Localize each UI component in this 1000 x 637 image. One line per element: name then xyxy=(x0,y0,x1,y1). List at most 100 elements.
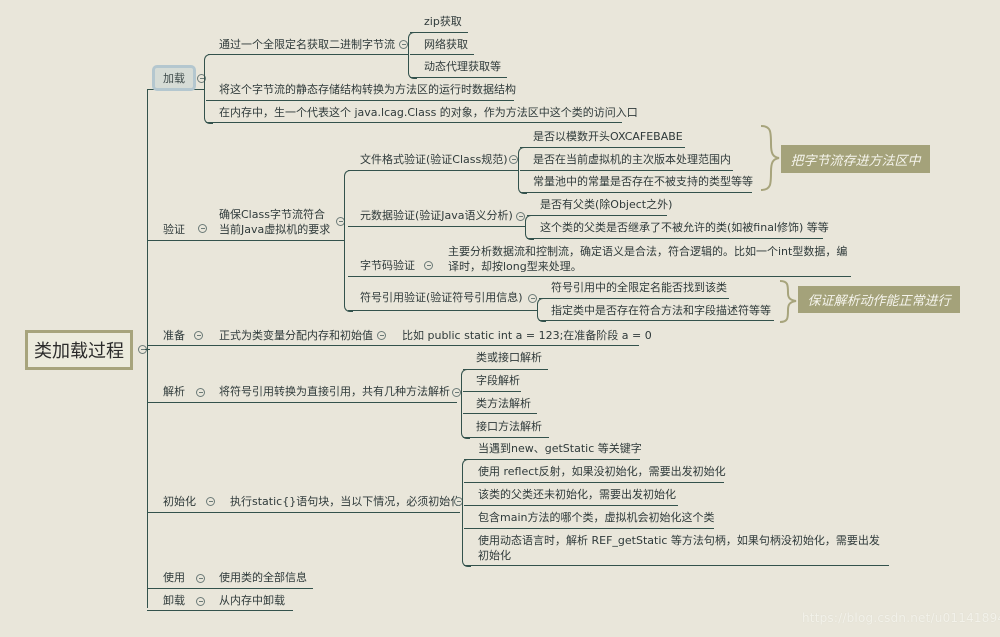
resolve-field[interactable]: 字段解析 xyxy=(476,374,520,387)
init-case-2[interactable]: 使用 reflect反射，如果没初始化，需要出发初始化 xyxy=(478,465,726,478)
stage-underline xyxy=(147,610,293,611)
resolve-desc[interactable]: 将符号引用转换为直接引用，共有几种方法解析 xyxy=(219,385,450,398)
root-node[interactable]: 类加载过程 xyxy=(25,330,133,370)
verify-file-format[interactable]: 文件格式验证(验证Class规范) xyxy=(360,153,508,166)
node-underline xyxy=(206,100,514,101)
stage-use-label[interactable]: 使用 xyxy=(163,571,185,584)
prepare-example[interactable]: 比如 public static int a = 123;在准备阶段 a = 0 xyxy=(402,329,652,342)
collapse-toggle-icon[interactable] xyxy=(206,497,215,506)
collapse-toggle-icon[interactable] xyxy=(198,224,207,233)
node-underline xyxy=(410,54,474,55)
verify-bytecode[interactable]: 字节码验证 xyxy=(360,259,415,272)
callout-ensure-resolve[interactable]: 保证解析动作能正常进行 xyxy=(798,286,960,313)
node-underline xyxy=(539,298,729,299)
resolve-class-interface[interactable]: 类或接口解析 xyxy=(476,351,542,364)
trunk-line xyxy=(147,89,148,608)
use-desc[interactable]: 使用类的全部信息 xyxy=(219,571,307,584)
metadata-check-2[interactable]: 这个类的父类是否继承了不被允许的类(如被final修饰) 等等 xyxy=(540,221,829,234)
init-desc[interactable]: 执行static{}语句块，当以下情况，必须初始化 xyxy=(230,495,462,508)
stage-load-node[interactable]: 加载 xyxy=(152,65,196,91)
stage-underline xyxy=(147,345,639,346)
node-underline xyxy=(464,459,640,460)
branch-bracket xyxy=(537,298,546,322)
callout-text: 把字节流存进方法区中 xyxy=(790,153,921,169)
collapse-toggle-icon[interactable] xyxy=(194,331,203,340)
init-case-3[interactable]: 该类的父类还未初始化，需要出发初始化 xyxy=(478,488,676,501)
symbol-ref-check-1[interactable]: 符号引用中的全限定名能否找到该类 xyxy=(551,281,727,294)
metadata-check-1[interactable]: 是否有父类(除Object之外) xyxy=(540,198,673,211)
load-step-1[interactable]: 通过一个全限定名获取二进制字节流 xyxy=(219,38,395,51)
stage-init-label[interactable]: 初始化 xyxy=(163,495,196,508)
collapse-toggle-icon[interactable] xyxy=(196,388,205,397)
node-underline xyxy=(348,276,851,277)
branch-bracket xyxy=(344,170,353,312)
collapse-toggle-icon[interactable] xyxy=(509,155,518,164)
load-source-proxy[interactable]: 动态代理获取等 xyxy=(424,60,501,73)
collapse-toggle-icon[interactable] xyxy=(399,40,408,49)
stage-underline xyxy=(147,240,345,241)
verify-desc-line1[interactable]: 确保Class字节流符合 xyxy=(219,208,325,221)
callout-store-method-area[interactable]: 把字节流存进方法区中 xyxy=(781,145,930,173)
node-underline xyxy=(463,413,537,414)
unload-desc[interactable]: 从内存中卸载 xyxy=(219,594,285,607)
node-underline xyxy=(410,32,468,33)
load-source-network[interactable]: 网络获取 xyxy=(424,38,468,51)
resolve-class-method[interactable]: 类方法解析 xyxy=(476,397,531,410)
node-underline xyxy=(520,192,752,193)
branch-bracket xyxy=(461,369,470,439)
init-case-1[interactable]: 当遇到new、getStatic 等关键字 xyxy=(478,442,642,455)
load-source-zip[interactable]: zip获取 xyxy=(424,15,462,28)
collapse-toggle-icon[interactable] xyxy=(377,331,386,340)
collapse-toggle-icon[interactable] xyxy=(452,388,461,397)
stage-underline xyxy=(147,588,313,589)
load-step-3[interactable]: 在内存中，生一个代表这个 java.lcag.Class 的对象，作为方法区中这… xyxy=(219,106,638,119)
node-underline xyxy=(520,147,685,148)
stage-resolve-label[interactable]: 解析 xyxy=(163,385,185,398)
branch-bracket xyxy=(408,32,417,79)
node-underline xyxy=(464,528,714,529)
node-underline xyxy=(527,238,823,239)
curly-brace-icon xyxy=(779,280,797,323)
node-underline xyxy=(464,505,678,506)
verify-symbol-ref[interactable]: 符号引用验证(验证符号引用信息) xyxy=(360,291,523,304)
load-step-2[interactable]: 将这个字节流的静态存储结构转换为方法区的运行时数据结构 xyxy=(219,83,516,96)
node-underline xyxy=(348,310,538,311)
stage-prepare-label[interactable]: 准备 xyxy=(163,329,185,342)
collapse-toggle-icon[interactable] xyxy=(528,294,537,303)
stage-underline xyxy=(147,402,457,403)
init-case-4[interactable]: 包含main方法的哪个类，虚拟机会初始化这个类 xyxy=(478,511,715,524)
root-label: 类加载过程 xyxy=(34,341,124,362)
collapse-toggle-icon[interactable] xyxy=(196,597,205,606)
node-underline xyxy=(464,565,889,566)
node-underline xyxy=(464,482,724,483)
symbol-ref-check-2[interactable]: 指定类中是否存在符合方法和字段描述符等等 xyxy=(551,304,771,317)
node-underline xyxy=(520,170,733,171)
node-underline xyxy=(539,320,774,321)
init-case-5[interactable]: 使用动态语言时，解析 REF_getStatic 等方法句柄，如果句柄没初始化，… xyxy=(478,534,880,562)
file-format-check-1[interactable]: 是否以模数开头OXCAFEBABE xyxy=(533,130,683,143)
file-format-check-2[interactable]: 是否在当前虚拟机的主次版本处理范围内 xyxy=(533,153,731,166)
bytecode-detail[interactable]: 主要分析数据流和控制流，确定语义是合法，符合逻辑的。比如一个int型数据，编译时… xyxy=(448,245,848,273)
callout-text: 保证解析动作能正常进行 xyxy=(807,294,951,309)
branch-bracket xyxy=(204,54,213,124)
connector-line xyxy=(145,349,150,350)
node-underline xyxy=(463,369,548,370)
stage-load-label: 加载 xyxy=(163,72,185,85)
prepare-desc[interactable]: 正式为类变量分配内存和初始值 xyxy=(219,329,373,342)
node-underline xyxy=(463,437,549,438)
node-underline xyxy=(348,170,518,171)
verify-desc-line2[interactable]: 当前Java虚拟机的要求 xyxy=(219,223,331,236)
node-underline xyxy=(208,54,408,55)
collapse-toggle-icon[interactable] xyxy=(196,574,205,583)
file-format-check-3[interactable]: 常量池中的常量是否存在不被支持的类型等等 xyxy=(533,175,753,188)
stage-unload-label[interactable]: 卸载 xyxy=(163,594,185,607)
collapse-toggle-icon[interactable] xyxy=(516,212,525,221)
stage-verify-label[interactable]: 验证 xyxy=(163,223,185,236)
node-underline xyxy=(527,215,667,216)
node-underline xyxy=(348,226,526,227)
collapse-toggle-icon[interactable] xyxy=(424,261,433,270)
branch-bracket xyxy=(525,215,534,240)
resolve-interface-method[interactable]: 接口方法解析 xyxy=(476,420,542,433)
verify-metadata[interactable]: 元数据验证(验证Java语义分析) xyxy=(360,209,513,222)
collapse-toggle-icon[interactable] xyxy=(197,74,206,83)
